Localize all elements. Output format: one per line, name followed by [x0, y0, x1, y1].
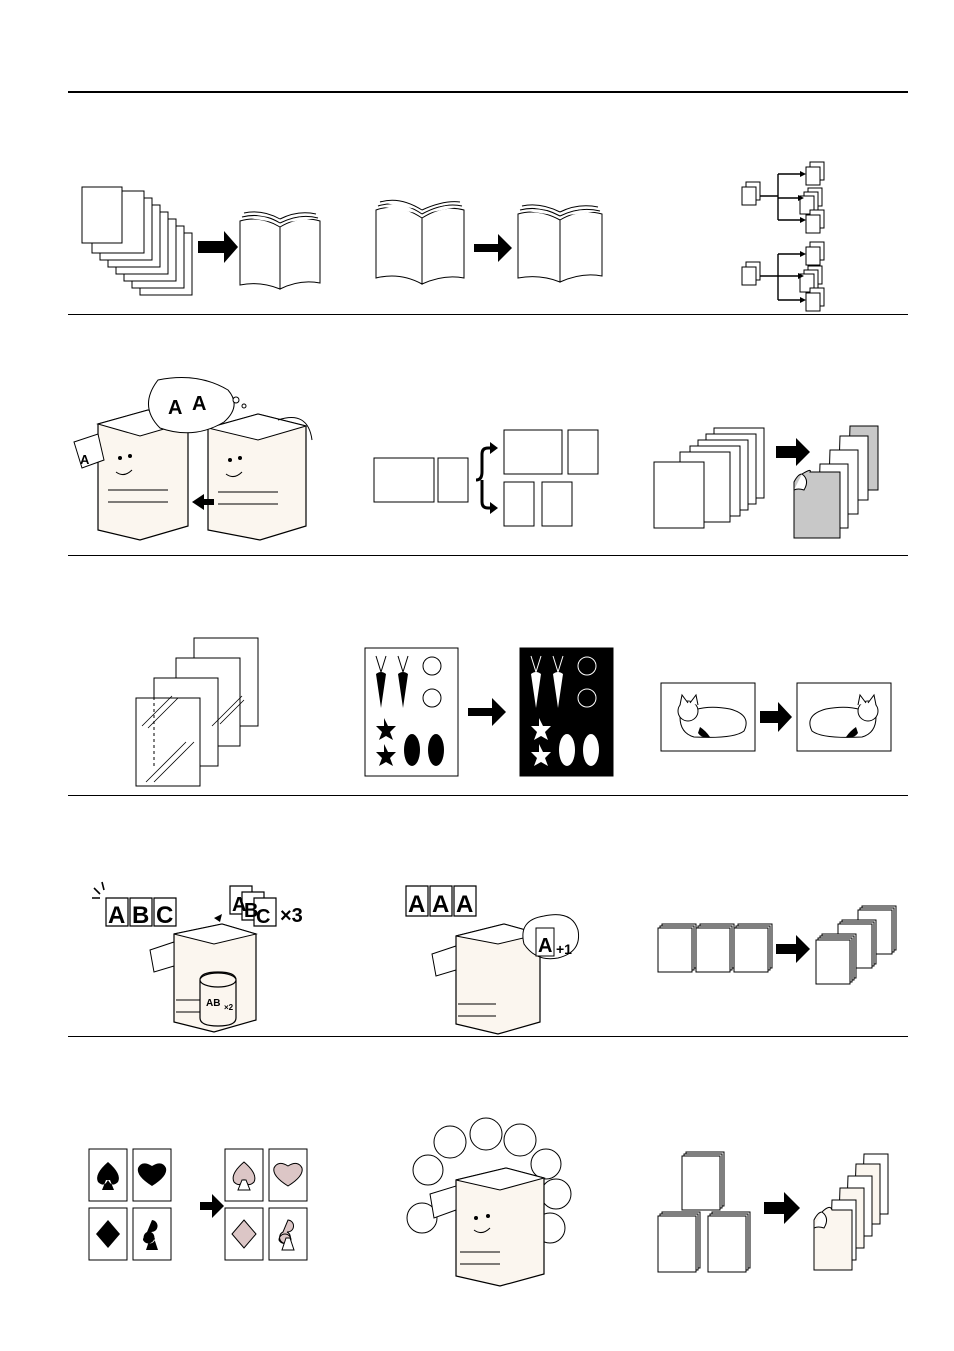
row-divider-2	[68, 555, 908, 556]
row-divider-4	[68, 1036, 908, 1037]
copier-speech-bubbles-illustration	[404, 1120, 582, 1286]
book-to-booklet-illustration	[372, 196, 612, 291]
copier-thought-illustration: A A A	[68, 380, 328, 540]
svg-text:A: A	[432, 891, 449, 918]
top-rule	[68, 91, 908, 93]
svg-text:A: A	[192, 393, 206, 415]
sheet-interleave-illustration	[656, 1150, 896, 1274]
page-split-illustration	[370, 426, 610, 534]
svg-text:C: C	[156, 902, 173, 929]
negative-reverse-illustration	[364, 646, 618, 778]
svg-text:A: A	[456, 891, 473, 918]
proof-copy-illustration: A A A A +1	[404, 882, 594, 1034]
svg-text:AB: AB	[206, 998, 220, 1009]
card-suits-illustration	[88, 1148, 310, 1262]
svg-text:B: B	[132, 902, 149, 929]
svg-text:C: C	[256, 906, 270, 928]
svg-text:A: A	[538, 935, 552, 957]
row-divider-3	[68, 795, 908, 796]
svg-text:A: A	[408, 891, 425, 918]
plus-one-label: +1	[556, 941, 572, 957]
mirror-image-illustration	[660, 681, 894, 753]
repeat-count-label: ×3	[280, 905, 303, 927]
sort-branch-illustration	[738, 160, 838, 315]
offset-stacks-illustration	[656, 904, 900, 990]
cover-insert-illustration	[650, 424, 890, 544]
booklet-from-sheets-illustration	[76, 183, 336, 303]
svg-text:A: A	[108, 902, 125, 929]
memory-copy-illustration: A B C A B C ×3 AB ×2	[90, 880, 310, 1032]
repeat-letter-glyph: A	[168, 397, 182, 419]
svg-text:×2: ×2	[224, 1003, 234, 1012]
svg-text:A: A	[80, 452, 90, 467]
transparency-overlay-illustration	[132, 636, 262, 791]
